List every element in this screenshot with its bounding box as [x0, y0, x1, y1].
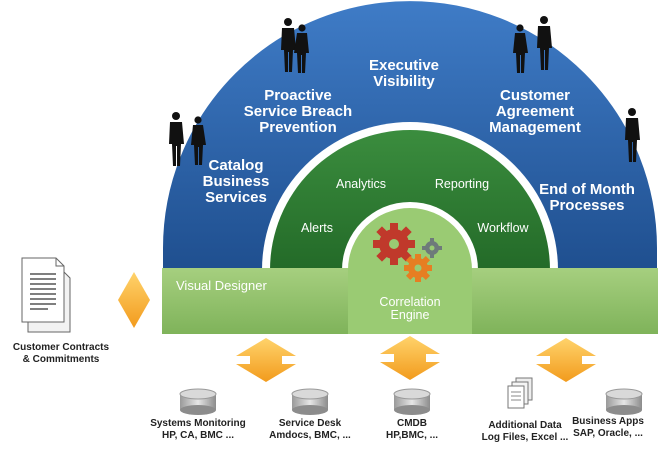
- label-customer-agreement-management: Customer Agreement Management: [489, 87, 581, 136]
- label-end-of-month-processes: End of Month Processes: [539, 181, 635, 214]
- gears-icon: [373, 223, 442, 282]
- label-workflow: Workflow: [477, 221, 529, 235]
- files-icon: [507, 377, 533, 409]
- label-correlation-engine: Correlation Engine: [379, 295, 441, 323]
- label-customer-contracts: Customer Contracts & Commitments: [12, 342, 110, 365]
- label-catalog-business-services: Catalog Business Services: [202, 157, 270, 206]
- label-source-systems-monitoring: Systems Monitoring HP, CA, BMC ...: [150, 418, 246, 441]
- label-analytics: Analytics: [335, 177, 387, 191]
- label-source-business-apps: Business Apps SAP, Oracle, ...: [572, 416, 644, 439]
- source-arrows: [236, 336, 596, 382]
- label-executive-visibility: Executive Visibility: [368, 57, 440, 90]
- label-source-cmdb: CMDB HP,BMC, ...: [385, 418, 439, 441]
- people-icon: [169, 16, 640, 166]
- label-proactive-service-breach: Proactive Service Breach Prevention: [243, 87, 353, 136]
- label-source-service-desk: Service Desk Amdocs, BMC, ...: [269, 418, 351, 441]
- label-visual-designer: Visual Designer: [176, 278, 267, 293]
- inner-arc: [270, 130, 550, 270]
- label-source-additional-data: Additional Data Log Files, Excel ...: [481, 420, 569, 443]
- database-icons: [179, 388, 643, 415]
- label-alerts: Alerts: [301, 221, 333, 235]
- documents-arrow-icon: [118, 272, 150, 328]
- documents-icon: [21, 257, 71, 333]
- label-reporting: Reporting: [434, 177, 490, 191]
